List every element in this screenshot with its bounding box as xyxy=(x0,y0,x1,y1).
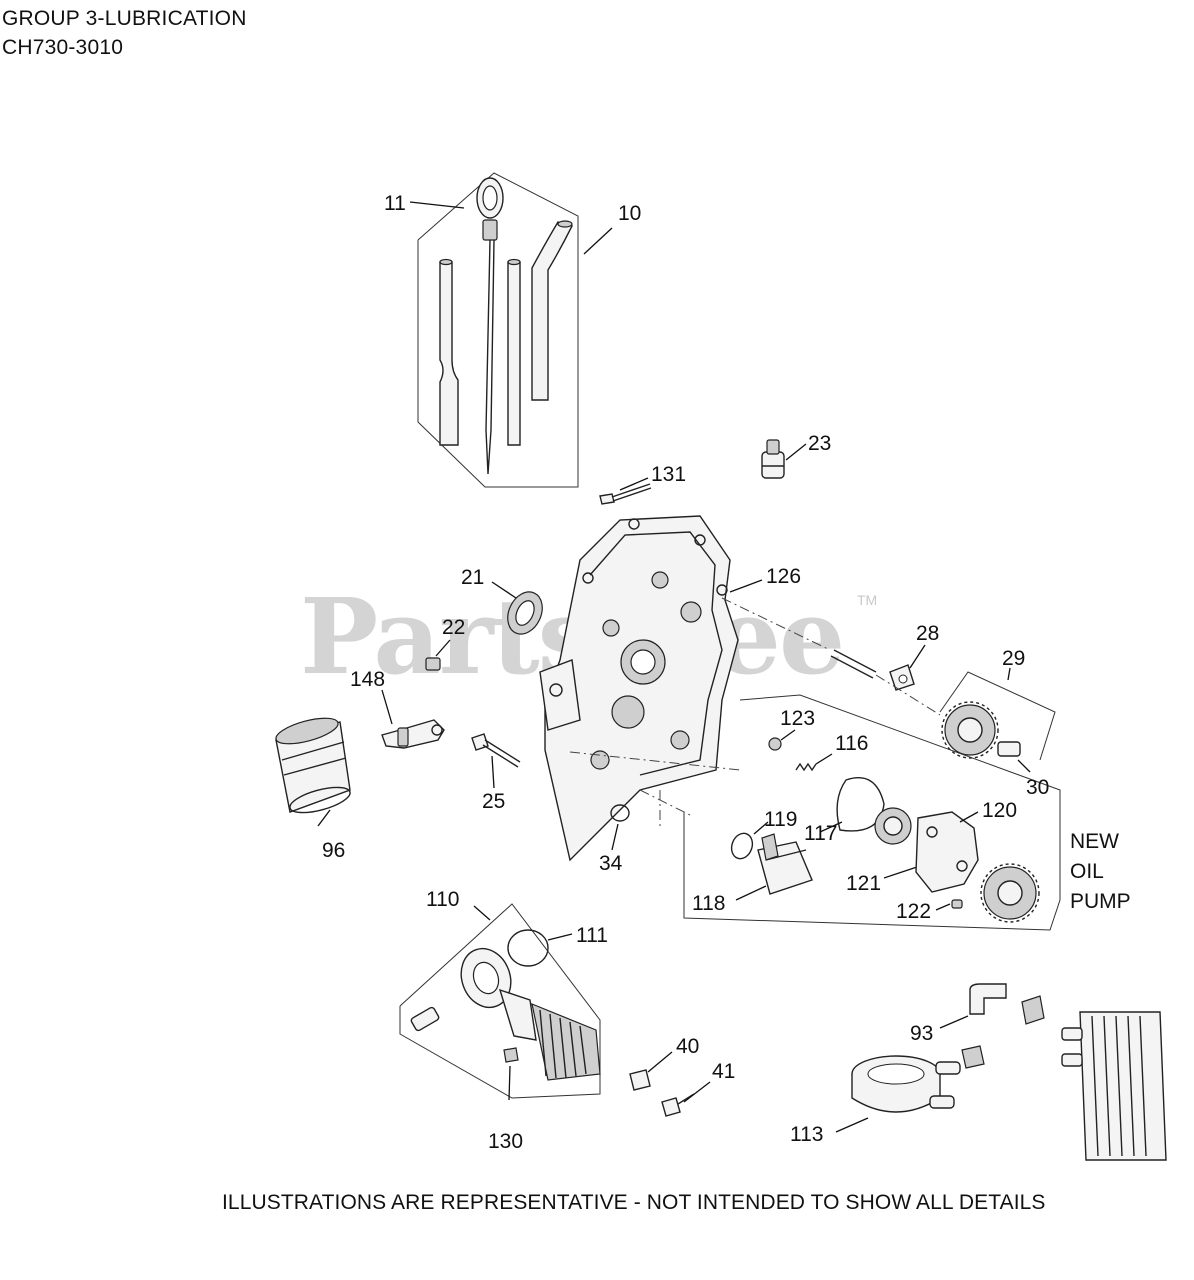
pump-o-ring xyxy=(836,777,885,832)
callout-10: 10 xyxy=(618,202,641,225)
callout-116: 116 xyxy=(835,732,868,755)
pump-cover xyxy=(915,811,979,893)
pump-drive-gear xyxy=(980,863,1040,923)
oil-pump-spacer xyxy=(889,664,915,691)
group-29-outline xyxy=(939,671,1056,761)
o-ring-111 xyxy=(507,929,549,967)
callout-122: 122 xyxy=(896,900,931,923)
callout-118: 118 xyxy=(692,892,725,915)
dipstick-tube-middle xyxy=(507,261,521,446)
callout-117: 117 xyxy=(804,822,837,845)
dipstick xyxy=(476,177,504,475)
callout-93: 93 xyxy=(910,1022,933,1045)
callout-131: 131 xyxy=(651,463,686,486)
new-oil-pump-outline xyxy=(683,694,1061,931)
gear-shaft xyxy=(997,741,1021,757)
pickup-o-ring xyxy=(730,832,754,860)
dowel-pin xyxy=(425,657,441,671)
group-110-outline xyxy=(399,903,601,1099)
hose-clamp-2 xyxy=(961,1045,985,1069)
trademark-mark: TM xyxy=(857,592,878,608)
callout-148: 148 xyxy=(350,668,385,691)
oil-pressure-switch xyxy=(761,439,785,479)
dipstick-tube-right xyxy=(531,221,574,401)
closure-plate xyxy=(539,515,739,862)
cooler-adapter-113 xyxy=(851,1055,961,1113)
callout-29: 29 xyxy=(1002,647,1025,670)
nut-40 xyxy=(629,1069,651,1091)
callout-113: 113 xyxy=(790,1123,823,1146)
hose-clamp xyxy=(1021,995,1045,1025)
o-ring-34 xyxy=(610,804,630,822)
oil-filter-nipple xyxy=(381,719,445,749)
pump-pin xyxy=(951,899,963,909)
pump-rotor xyxy=(874,807,912,845)
oil-pickup xyxy=(757,833,813,895)
callout-119: 119 xyxy=(764,808,797,831)
check-ball xyxy=(768,737,782,751)
callout-40: 40 xyxy=(676,1035,699,1058)
model-number: CH730-3010 xyxy=(2,36,124,59)
callout-25: 25 xyxy=(482,790,505,813)
callout-21: 21 xyxy=(461,566,484,589)
note-line-3: PUMP xyxy=(1070,890,1131,913)
callout-11: 11 xyxy=(384,192,406,215)
callout-41: 41 xyxy=(712,1060,735,1083)
oil-cooler-fins xyxy=(531,1003,601,1081)
oil-cooler xyxy=(1061,1011,1167,1161)
disclaimer-footer: ILLUSTRATIONS ARE REPRESENTATIVE - NOT I… xyxy=(222,1191,1046,1214)
relief-spring xyxy=(795,762,817,772)
group-10-outline xyxy=(417,172,579,488)
callout-126: 126 xyxy=(766,565,801,588)
note-line-2: OIL xyxy=(1070,860,1104,883)
dipstick-tube-group xyxy=(417,172,579,488)
oil-filter xyxy=(275,717,351,814)
oil-seal xyxy=(507,591,543,635)
callout-111: 111 xyxy=(576,924,608,947)
callout-34: 34 xyxy=(599,852,623,875)
callout-23: 23 xyxy=(808,432,831,455)
hose-elbow-93 xyxy=(969,983,1007,1015)
callout-130: 130 xyxy=(488,1130,523,1153)
hose-clip-130 xyxy=(503,1047,519,1063)
callout-120: 120 xyxy=(982,799,1017,822)
oil-cooler-adapter xyxy=(460,947,537,1041)
dipstick-tube-left xyxy=(439,261,459,446)
bolt-25 xyxy=(471,733,521,768)
callout-96: 96 xyxy=(322,839,345,862)
callout-22: 22 xyxy=(442,616,465,639)
adapter-nipple xyxy=(410,1006,440,1032)
oil-pump-shaft xyxy=(830,649,877,679)
note-line-1: NEW xyxy=(1070,830,1119,853)
diagram-title: GROUP 3-LUBRICATION xyxy=(2,7,247,30)
callout-110: 110 xyxy=(426,888,459,911)
callout-30: 30 xyxy=(1026,776,1049,799)
bolt-131 xyxy=(599,483,652,505)
new-oil-pump-note: NEW OIL PUMP xyxy=(1070,827,1131,917)
oil-pump-gear xyxy=(941,701,999,759)
callout-123: 123 xyxy=(780,707,815,730)
callout-121: 121 xyxy=(846,872,881,895)
callout-28: 28 xyxy=(916,622,939,645)
